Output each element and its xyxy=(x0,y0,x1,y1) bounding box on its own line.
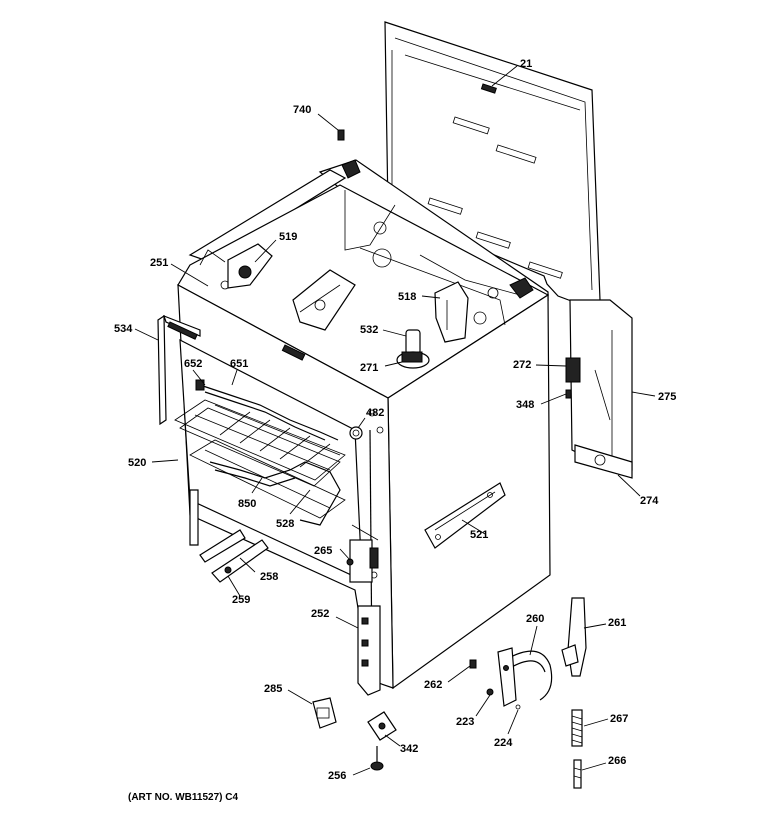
callout-518: 518 xyxy=(398,291,416,303)
hinge-bracket-part xyxy=(357,605,381,696)
bracket-519-part xyxy=(227,243,273,289)
art-number: (ART NO. WB11527) C4 xyxy=(128,792,238,803)
leveling-leg-part xyxy=(312,697,337,729)
callout-223: 223 xyxy=(456,716,474,728)
anti-tip-bracket-part xyxy=(367,711,397,741)
clip-part xyxy=(337,129,345,141)
lower-slide-rail-part xyxy=(189,489,354,583)
bake-element-part xyxy=(209,461,341,526)
terminal-block-bracket-part xyxy=(565,299,633,479)
leader-lines xyxy=(134,65,656,776)
callout-256: 256 xyxy=(328,770,346,782)
callout-260: 260 xyxy=(526,613,544,625)
gasket-strip-part xyxy=(157,314,201,426)
callout-519: 519 xyxy=(279,231,297,243)
broil-element-part xyxy=(195,379,339,441)
callout-262: 262 xyxy=(424,679,442,691)
callout-482: 482 xyxy=(366,407,384,419)
callout-740: 740 xyxy=(293,104,311,116)
callout-348: 348 xyxy=(516,399,534,411)
bracket-518-part xyxy=(434,281,469,343)
callout-272: 272 xyxy=(513,359,531,371)
oven-light-part xyxy=(349,426,363,440)
oven-rack-part xyxy=(174,399,346,519)
callout-258: 258 xyxy=(260,571,278,583)
callout-265b: 285 xyxy=(264,683,282,695)
callout-266: 266 xyxy=(608,755,626,767)
callout-252: 252 xyxy=(311,608,329,620)
callout-21: 21 xyxy=(520,58,532,70)
callout-850: 850 xyxy=(238,498,256,510)
callout-651: 651 xyxy=(230,358,248,370)
callout-521: 521 xyxy=(470,529,488,541)
small-fastener-parts xyxy=(469,659,521,710)
callout-652: 652 xyxy=(184,358,202,370)
callout-274: 274 xyxy=(640,495,659,507)
thermostat-sensor-part xyxy=(396,329,430,369)
side-panel-emboss-part xyxy=(424,482,506,549)
callout-275: 275 xyxy=(658,391,676,403)
callout-532: 532 xyxy=(360,324,378,336)
callout-267: 267 xyxy=(610,713,628,725)
callout-520: 520 xyxy=(128,457,146,469)
callout-528: 528 xyxy=(276,518,294,530)
door-hinge-arm-part xyxy=(497,647,553,707)
callout-259: 259 xyxy=(232,594,250,606)
callout-271: 271 xyxy=(360,362,378,374)
callout-342: 342 xyxy=(400,743,418,755)
hinge-receiver-part xyxy=(561,597,587,677)
oven-cabinet xyxy=(177,159,551,690)
callout-534: 534 xyxy=(114,323,133,335)
hinge-pin-part xyxy=(573,759,582,789)
screw-part xyxy=(370,746,384,771)
callout-labels: 21 740 519 251 518 534 532 272 275 652 6… xyxy=(114,58,676,782)
callout-261: 261 xyxy=(608,617,626,629)
hinge-spring-part xyxy=(571,709,583,747)
callout-265a: 265 xyxy=(314,545,332,557)
callout-224: 224 xyxy=(494,737,513,749)
callout-251: 251 xyxy=(150,257,168,269)
